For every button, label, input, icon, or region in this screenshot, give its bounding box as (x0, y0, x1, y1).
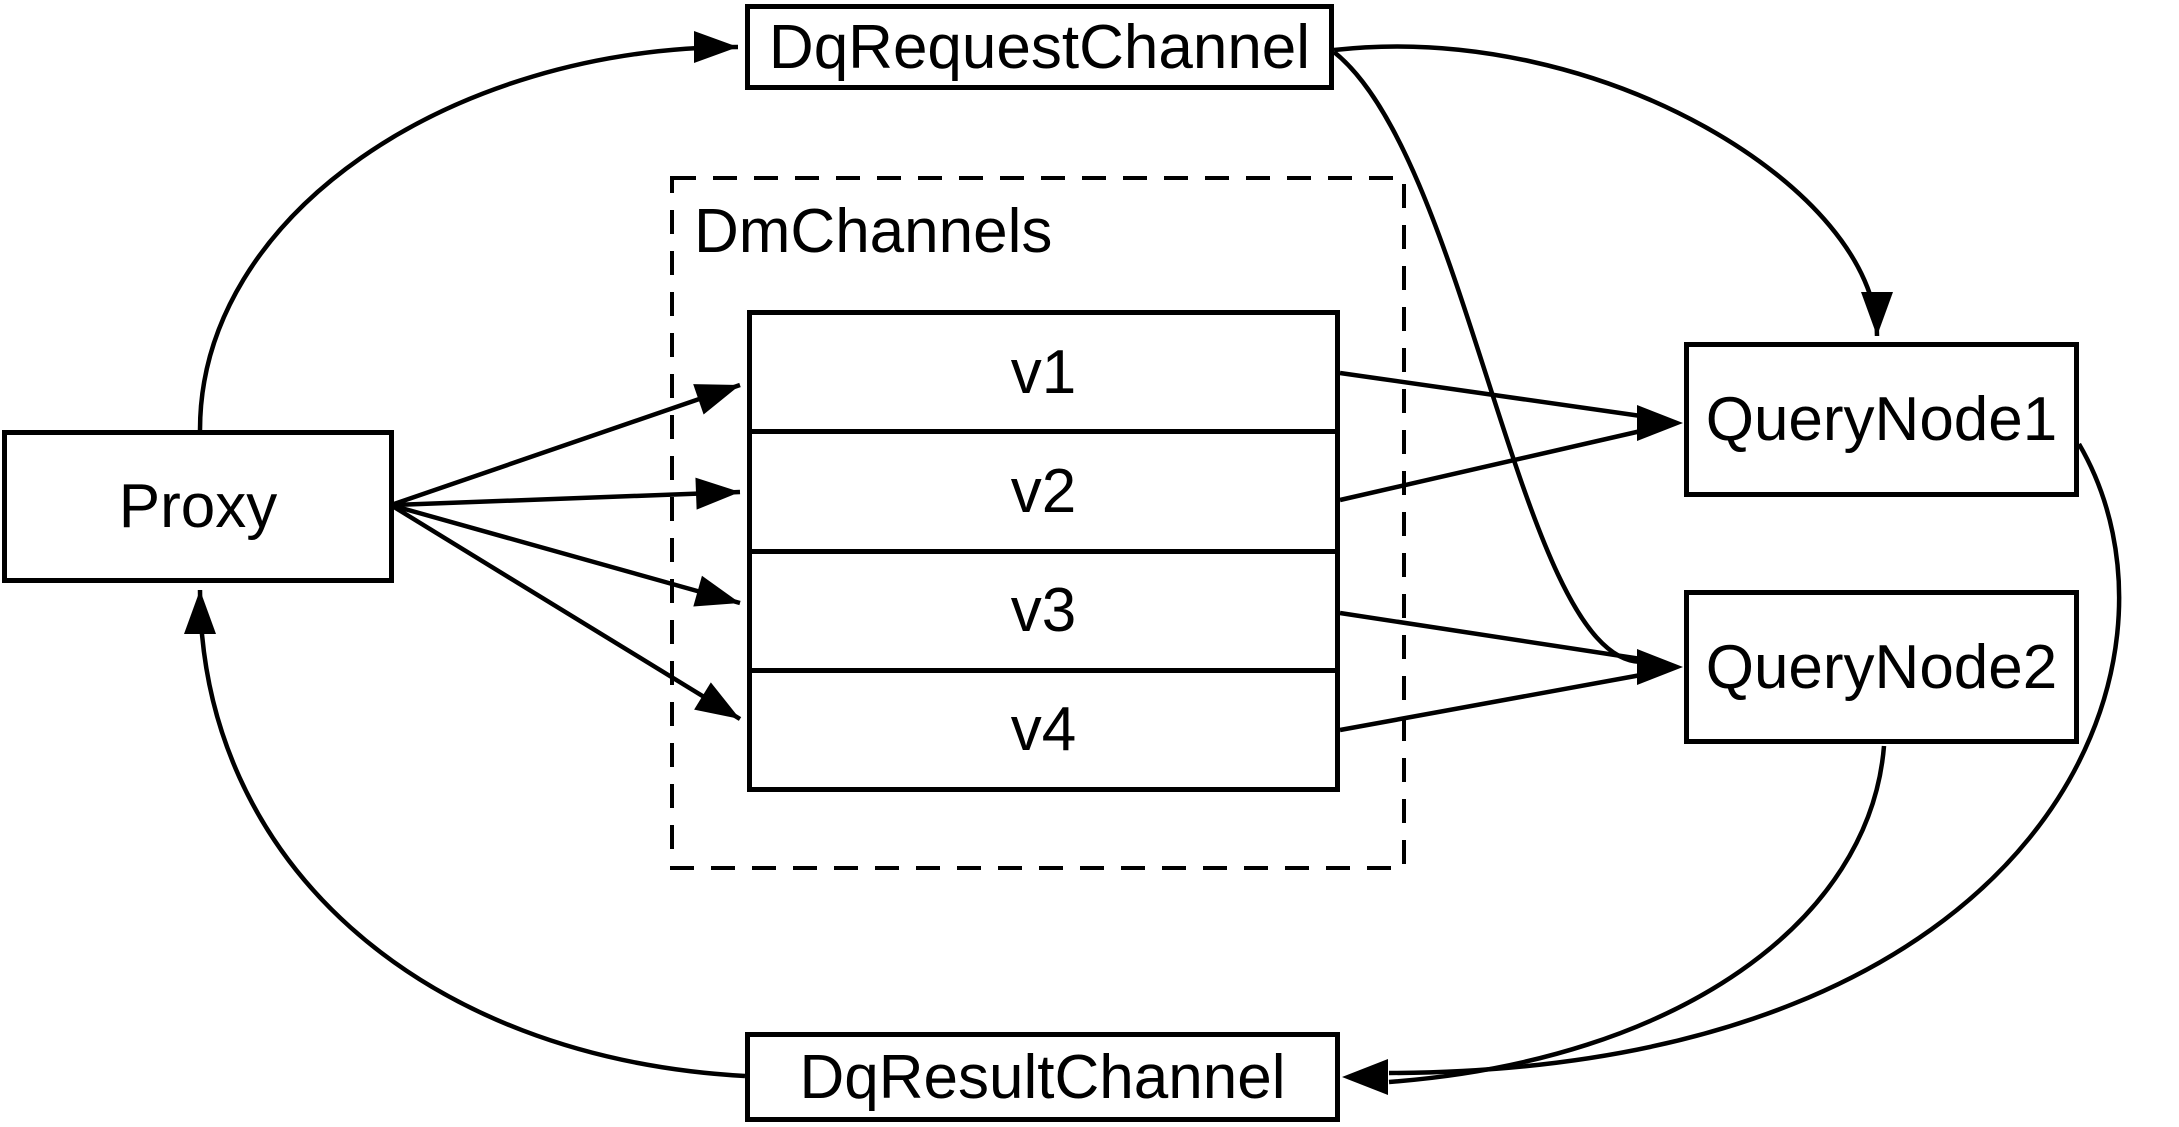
node-query-node-2-label: QueryNode2 (1705, 632, 2058, 702)
channel-row-v2-label: v2 (1010, 456, 1077, 526)
edge-v1-to-query-node-1 (1339, 370, 1642, 419)
edge-v3-to-query-node-2 (1339, 610, 1642, 662)
channel-row-v1: v1 (752, 315, 1335, 429)
node-proxy-label: Proxy (118, 472, 278, 541)
node-dq-result-channel: DqResultChannel (745, 1032, 1340, 1122)
edge-proxy-to-v1 (393, 382, 741, 507)
node-dq-result-channel-label: DqResultChannel (799, 1042, 1286, 1112)
node-dq-request-channel: DqRequestChannel (745, 4, 1334, 90)
node-query-node-1-label: QueryNode1 (1705, 385, 2058, 454)
node-query-node-1: QueryNode1 (1684, 342, 2079, 497)
edge-v4-to-query-node-2 (1339, 672, 1642, 733)
edge-dq-request-channel-to-query-node-1 (1333, 44, 1893, 337)
channel-row-v2: v2 (752, 429, 1335, 548)
edge-v2-to-query-node-1 (1339, 428, 1642, 503)
dm-channels-label: DmChannels (694, 197, 1053, 266)
arrowhead-into-dq-result-channel-right (1342, 1059, 1388, 1095)
edge-query-node-2-to-dq-result-channel (1388, 745, 1887, 1085)
channel-row-v4-label: v4 (1010, 695, 1077, 765)
edge-proxy-to-v4 (392, 505, 742, 721)
channels-table: v1 v2 v3 v4 (747, 310, 1340, 792)
edge-query-node-1-to-dq-result-channel (1388, 442, 2122, 1076)
node-query-node-2: QueryNode2 (1684, 590, 2079, 744)
edge-dq-request-channel-to-query-node-2 (1332, 50, 1642, 665)
arrowhead-into-query-node-1-left (1637, 405, 1683, 441)
node-proxy: Proxy (2, 430, 394, 583)
channel-row-v3-label: v3 (1010, 576, 1077, 646)
edge-dq-result-channel-to-proxy (184, 589, 746, 1079)
edge-proxy-to-v2 (393, 477, 741, 510)
edge-proxy-to-dq-request-channel (197, 31, 739, 431)
node-dq-request-channel-label: DqRequestChannel (768, 12, 1311, 82)
arrowhead-into-query-node-2-left (1637, 649, 1683, 685)
channel-row-v4: v4 (752, 667, 1335, 787)
edge-proxy-to-v3 (393, 503, 741, 607)
channel-row-v1-label: v1 (1010, 337, 1077, 407)
channel-row-v3: v3 (752, 548, 1335, 668)
